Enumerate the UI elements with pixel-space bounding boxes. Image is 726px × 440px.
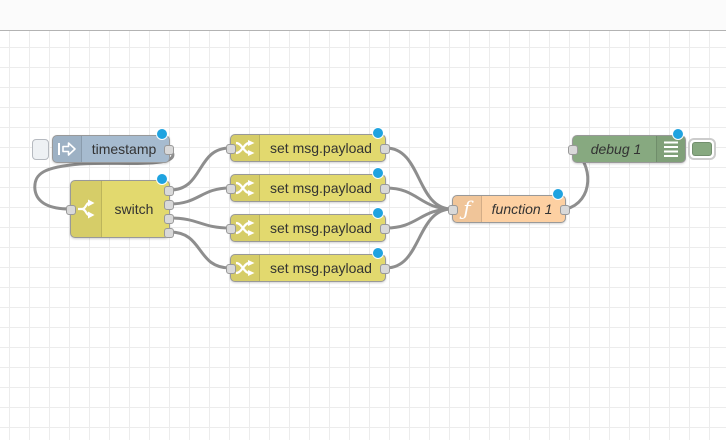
node-label: timestamp (91, 141, 157, 157)
change-icon (235, 220, 255, 236)
wire-switch1-to-change1[interactable] (168, 146, 232, 192)
status-changed-dot (372, 167, 384, 179)
status-changed-dot (156, 173, 168, 185)
node-debug[interactable]: debug 1 (568, 128, 686, 163)
status-changed-dot (552, 188, 564, 200)
node-label: set msg.payload (270, 140, 372, 156)
debug-toggle-button[interactable] (688, 138, 716, 160)
wire-switch3-to-change3[interactable] (168, 216, 232, 230)
output-port-1[interactable] (164, 186, 174, 196)
output-port[interactable] (164, 145, 174, 155)
output-port[interactable] (380, 224, 390, 234)
wire-switch2-to-change2[interactable] (168, 186, 232, 206)
status-changed-dot (156, 128, 168, 140)
node-switch[interactable]: switch (66, 173, 174, 238)
input-port[interactable] (226, 224, 236, 234)
node-change-2[interactable]: set msg.payload (226, 167, 390, 202)
canvas-top-edge (0, 0, 726, 31)
output-port[interactable] (560, 205, 570, 215)
status-changed-dot (672, 128, 684, 140)
output-port[interactable] (380, 264, 390, 274)
status-changed-dot (372, 127, 384, 139)
debug-icon-region (656, 136, 685, 162)
output-port[interactable] (380, 144, 390, 154)
node-inject-timestamp[interactable]: timestamp (32, 128, 174, 163)
node-label: function 1 (491, 201, 553, 217)
node-label: set msg.payload (270, 180, 372, 196)
wire-switch4-to-change4[interactable] (168, 230, 232, 270)
debug-toggle-indicator (692, 142, 712, 156)
change-icon (235, 140, 255, 156)
input-port[interactable] (226, 144, 236, 154)
node-change-3[interactable]: set msg.payload (226, 207, 390, 242)
status-changed-dot (372, 247, 384, 259)
switch-icon-region (71, 181, 102, 237)
input-port[interactable] (66, 205, 76, 215)
input-port[interactable] (568, 145, 578, 155)
node-label: set msg.payload (270, 220, 372, 236)
node-change-1[interactable]: set msg.payload (226, 127, 390, 162)
node-label: switch (114, 201, 154, 217)
output-port-2[interactable] (164, 200, 174, 210)
change-icon (235, 260, 255, 276)
input-port[interactable] (226, 184, 236, 194)
change-icon (235, 180, 255, 196)
debug-icon (664, 141, 678, 157)
function-icon: ƒ (463, 196, 471, 220)
inject-trigger-button[interactable] (32, 139, 49, 160)
output-port[interactable] (380, 184, 390, 194)
switch-icon (78, 199, 95, 219)
input-port[interactable] (226, 264, 236, 274)
node-change-4[interactable]: set msg.payload (226, 247, 390, 282)
node-label: set msg.payload (270, 260, 372, 276)
wire-change4-to-function[interactable] (384, 207, 454, 270)
status-changed-dot (372, 207, 384, 219)
input-port[interactable] (448, 205, 458, 215)
output-port-3[interactable] (164, 214, 174, 224)
inject-icon-region (53, 136, 82, 162)
inject-icon (58, 142, 76, 156)
node-label: debug 1 (590, 141, 642, 157)
output-port-4[interactable] (164, 228, 174, 238)
node-function[interactable]: ƒ function 1 (448, 188, 570, 223)
